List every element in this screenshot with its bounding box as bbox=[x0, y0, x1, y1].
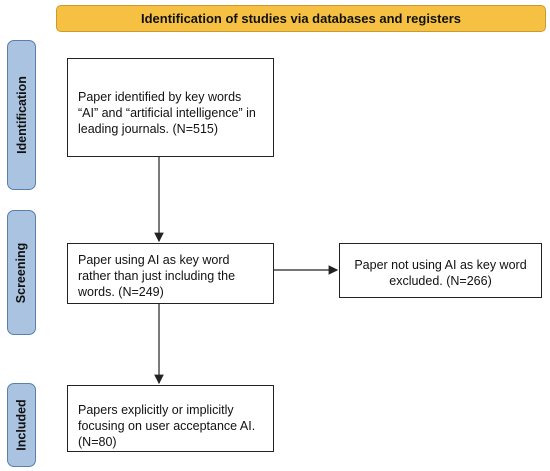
stage-included: Included bbox=[7, 383, 36, 467]
diagram-header: Identification of studies via databases … bbox=[56, 5, 546, 32]
excluded-records-box: Paper not using AI as key word excluded.… bbox=[339, 243, 542, 298]
stage-identification: Identification bbox=[7, 40, 36, 190]
screened-records-box: Paper using AI as key word rather than j… bbox=[67, 243, 274, 304]
identified-records-box: Paper identified by key words “AI” and “… bbox=[67, 58, 274, 157]
header-title: Identification of studies via databases … bbox=[140, 11, 462, 26]
stage-screening: Screening bbox=[7, 210, 36, 335]
screened-records-text: Paper using AI as key word rather than j… bbox=[78, 253, 236, 299]
identified-records-text: Paper identified by key words “AI” and “… bbox=[78, 90, 256, 136]
excluded-records-text: Paper not using AI as key word excluded.… bbox=[354, 258, 527, 288]
included-studies-box: Papers explicitly or implicitly focusing… bbox=[67, 385, 274, 452]
included-studies-text: Papers explicitly or implicitly focusing… bbox=[78, 403, 256, 449]
